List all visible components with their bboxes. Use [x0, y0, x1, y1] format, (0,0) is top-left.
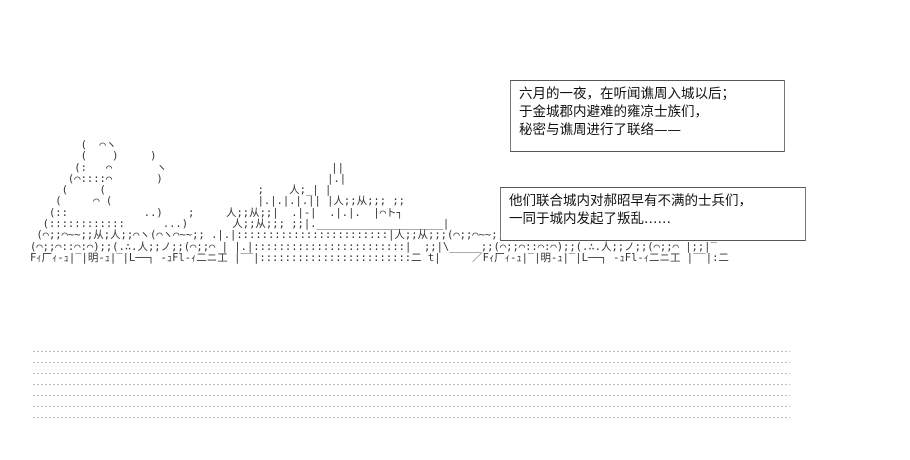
- dotted-ground-pattern: [32, 346, 790, 426]
- narration-box-1: 六月的一夜，在听闻谯周入城以后； 于金城郡内避难的雍凉士族们， 秘密与谯周进行了…: [510, 80, 785, 152]
- narration-line: 他们联合城内对郝昭早有不满的士兵们，: [509, 193, 752, 209]
- narration-line: 六月的一夜，在听闻谯周入城以后；: [519, 86, 735, 102]
- narration-line: 秘密与谯周进行了联络——: [519, 122, 681, 138]
- narration-box-2: 他们联合城内对郝昭早有不满的士兵们， 一同于城内发起了叛乱……: [500, 187, 806, 241]
- narration-line: 一同于城内发起了叛乱……: [509, 211, 671, 227]
- ascii-art-town-scene: ( ⌒ヽ ( ) ) (: ⌒ ヽ || (⌒::::⌒ ) |.| ( ( ;…: [30, 139, 729, 264]
- narration-line: 于金城郡内避难的雍凉士族们，: [519, 104, 708, 120]
